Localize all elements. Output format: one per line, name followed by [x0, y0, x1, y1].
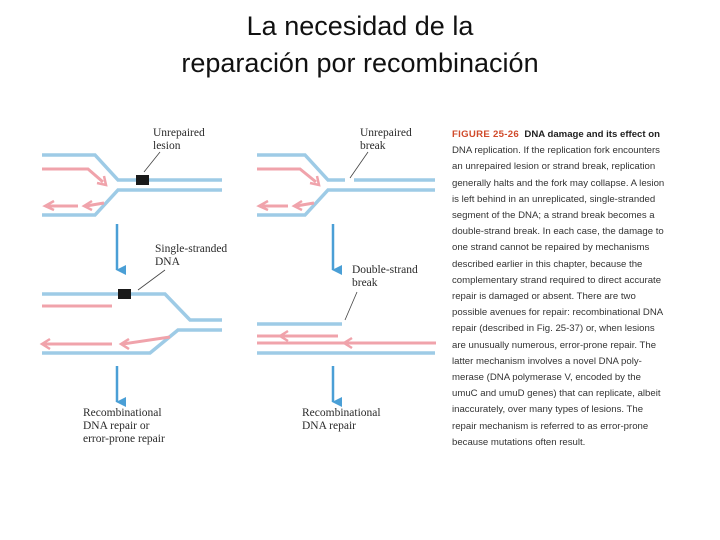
- figure-caption: FIGURE 25-26 DNA damage and its effect o…: [452, 127, 682, 451]
- new-strand-top-arrowhead: [277, 329, 289, 343]
- ssdna-pointer: [137, 269, 166, 291]
- dsb-pointer: [344, 291, 358, 321]
- caption-line: generally halts and the fork may collaps…: [452, 177, 665, 189]
- caption-line: one strand cannot be repaired by mechani…: [452, 242, 650, 254]
- caption-line: possible avenues for repair: recombinati…: [452, 307, 664, 319]
- caption-line: repair is damaged or absent. There are t…: [452, 291, 636, 303]
- template-strand-top: [257, 153, 435, 182]
- label-double-strand-break: Double-strand break: [352, 264, 421, 289]
- caption-line: umuC and umuD genes) that can replicate,…: [452, 388, 661, 400]
- label-unrepaired-break-line-2: break: [360, 140, 386, 152]
- caption-line: an unrepaired lesion or strand break, re…: [452, 161, 656, 173]
- unrepaired-lesion-mark: [118, 289, 131, 299]
- label-left-repair: Recombinational DNA repair or error-pron…: [83, 407, 165, 445]
- new-strand-bottom-1-arrowhead: [39, 337, 51, 351]
- new-strand-bottom: [85, 201, 105, 208]
- template-strand-bottom: [42, 188, 222, 217]
- unrepaired-lesion-mark: [136, 175, 149, 185]
- caption-line: because mutations often result.: [452, 436, 586, 448]
- caption-line: are unusually numerous, error-prone repa…: [452, 339, 657, 351]
- okazaki-fragment-arrowhead: [42, 199, 55, 212]
- new-strand-top-arrowhead: [309, 175, 321, 187]
- new-strand-bottom-arrowhead: [341, 336, 353, 350]
- new-strand-bottom-2-arrowhead: [118, 337, 130, 351]
- left-fork-collapsed: [39, 289, 222, 355]
- new-strand-top: [42, 167, 104, 184]
- left-fork-stalled: [42, 151, 222, 217]
- caption-line: double-strand break. In each case, the d…: [452, 226, 664, 238]
- label-unrepaired-lesion-line-2: lesion: [153, 140, 181, 152]
- template-strand-bottom: [257, 188, 435, 217]
- new-strand-top-arrowhead: [96, 175, 108, 187]
- right-dsb: [257, 322, 436, 355]
- label-double-strand-break-line-2: break: [352, 277, 378, 289]
- new-strand-bottom-2: [122, 335, 171, 346]
- label-left-repair-line-3: error-prone repair: [83, 433, 165, 445]
- caption-line: DNA replication. If the replication fork…: [452, 145, 660, 157]
- caption-line: described earlier in this chapter, becau…: [452, 258, 643, 270]
- caption-line: segment of the DNA; a strand break becom…: [452, 210, 655, 222]
- template-strand-bottom: [42, 328, 222, 355]
- slide-title-line-2: reparación por recombinación: [181, 48, 539, 78]
- caption-lead: DNA damage and its effect on: [524, 129, 660, 140]
- label-unrepaired-break-line-1: Unrepaired: [360, 127, 412, 139]
- caption-line: merase (DNA polymerase V, encoded by the: [452, 372, 641, 384]
- new-strand-bottom-arrowhead: [291, 199, 303, 212]
- right-fork-stalled: [256, 151, 435, 217]
- new-strand-bottom: [295, 201, 315, 208]
- caption-line: repair (described in Fig. 25-37) or, whe…: [452, 323, 655, 335]
- label-unrepaired-break: Unrepaired break: [360, 127, 415, 152]
- break-pointer: [349, 151, 369, 179]
- label-left-repair-line-2: DNA repair or: [83, 420, 150, 432]
- label-unrepaired-lesion-line-1: Unrepaired: [153, 127, 205, 139]
- label-right-repair-line-2: DNA repair: [302, 420, 356, 432]
- slide-title: La necesidad de la reparación por recomb…: [0, 8, 720, 82]
- label-single-stranded-dna: Single-stranded DNA: [155, 243, 230, 268]
- template-strand-top: [42, 153, 222, 182]
- label-left-repair-line-1: Recombinational: [83, 407, 162, 419]
- caption-line: latter mechanism involves a novel DNA po…: [452, 355, 642, 367]
- new-strand-top: [257, 167, 317, 184]
- new-strand-bottom-arrowhead: [81, 199, 93, 212]
- caption-line: complementary strand required to direct …: [452, 274, 662, 286]
- lesion-pointer: [143, 151, 161, 173]
- label-double-strand-break-line-1: Double-strand: [352, 264, 418, 276]
- label-unrepaired-lesion: Unrepaired lesion: [153, 127, 208, 152]
- caption-line: repair mechanism is referred to as error…: [452, 420, 649, 432]
- okazaki-fragment-arrowhead: [256, 199, 269, 212]
- caption-line: is left behind in an unreplicated, singl…: [452, 193, 656, 205]
- label-single-stranded-line-2: DNA: [155, 256, 181, 268]
- figure-number: FIGURE 25-26: [452, 129, 520, 140]
- caption-body: DNA replication. If the replication fork…: [452, 143, 682, 451]
- label-right-repair: Recombinational DNA repair: [302, 407, 383, 432]
- label-right-repair-line-1: Recombinational: [302, 407, 381, 419]
- caption-line-0: FIGURE 25-26 DNA damage and its effect o…: [452, 127, 682, 143]
- label-single-stranded-line-1: Single-stranded: [155, 243, 227, 255]
- template-strand-top: [42, 292, 222, 322]
- caption-line: inaccurately, over many types of lesions…: [452, 404, 644, 416]
- slide-title-line-1: La necesidad de la: [246, 11, 474, 41]
